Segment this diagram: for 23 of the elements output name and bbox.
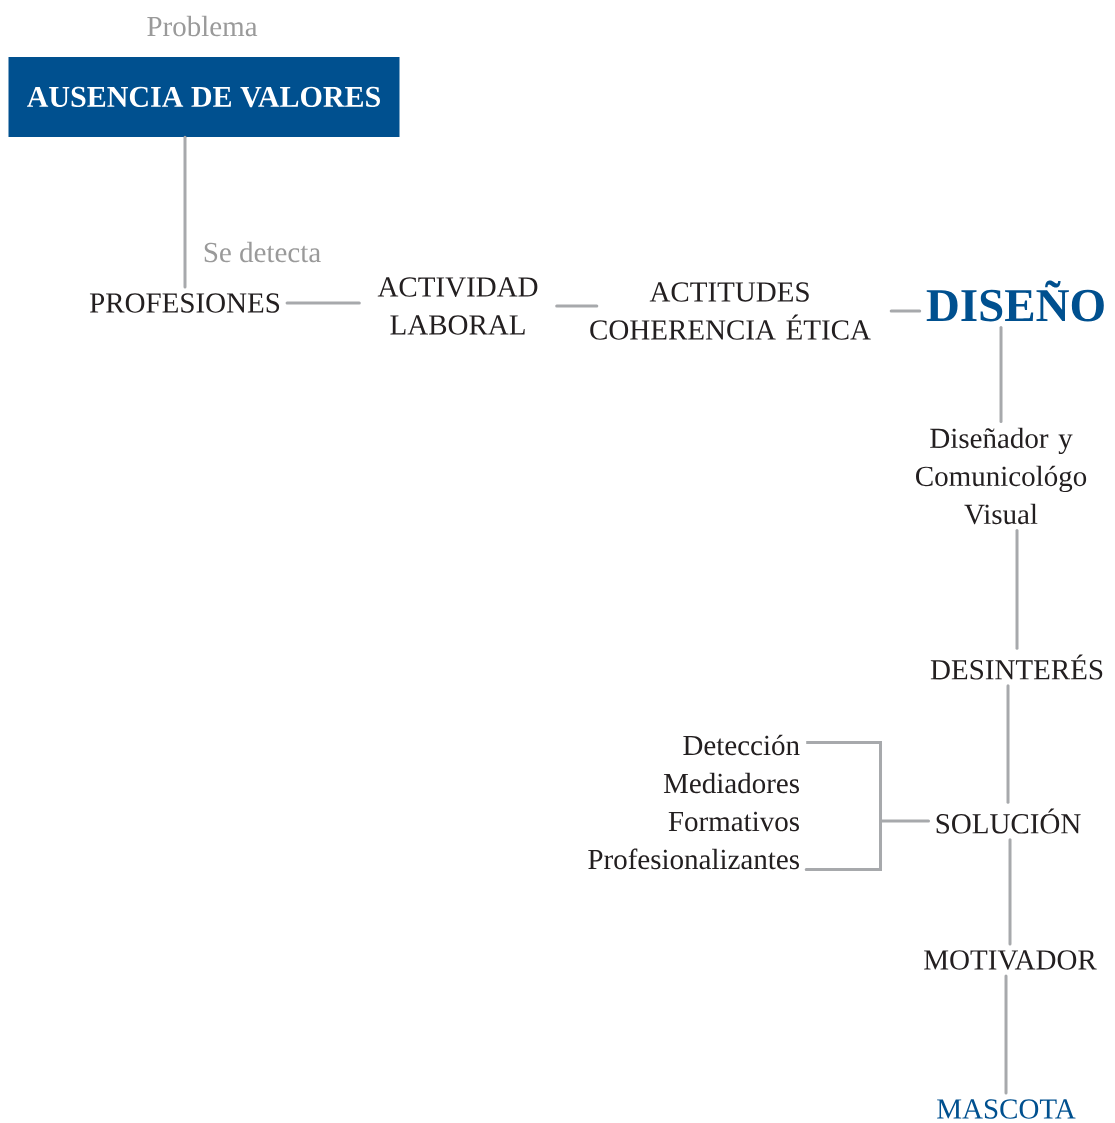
- concept-text: Diseñador y Comunicológo Visual: [916, 427, 1087, 525]
- connector-line: [804, 741, 930, 871]
- concept-text: MOTIVADOR: [924, 950, 1097, 970]
- concept-text: PROFESIONES: [89, 293, 280, 313]
- connector-line: [555, 304, 599, 308]
- connector-line: [1004, 974, 1008, 1095]
- concept-text: DESINTERÉS: [930, 654, 1103, 680]
- concept-text: ACTIVIDAD LABORAL: [377, 277, 538, 335]
- connector-line: [285, 301, 361, 305]
- heading: Problema: [147, 15, 258, 37]
- concept-text: ACTITUDES COHERENCIA ÉTICA: [590, 282, 871, 340]
- connector-line: [889, 309, 922, 313]
- edge-label: Se detecta: [201, 240, 323, 264]
- concept-text: Detección Mediadores Formativos Profesionalizantes: [588, 734, 800, 870]
- connector-line: [1015, 529, 1019, 650]
- heading-text: DISEÑO: [926, 280, 1104, 322]
- concept-text: SOLUCIÓN: [936, 808, 1081, 834]
- connector-line: [183, 135, 187, 289]
- connector-line: [1006, 684, 1010, 804]
- title-banner: AUSENCIA DE VALORES: [8, 57, 400, 137]
- connector-line: [1008, 838, 1012, 946]
- concept-text: MASCOTA: [937, 1099, 1076, 1119]
- connector-line: [999, 326, 1003, 423]
